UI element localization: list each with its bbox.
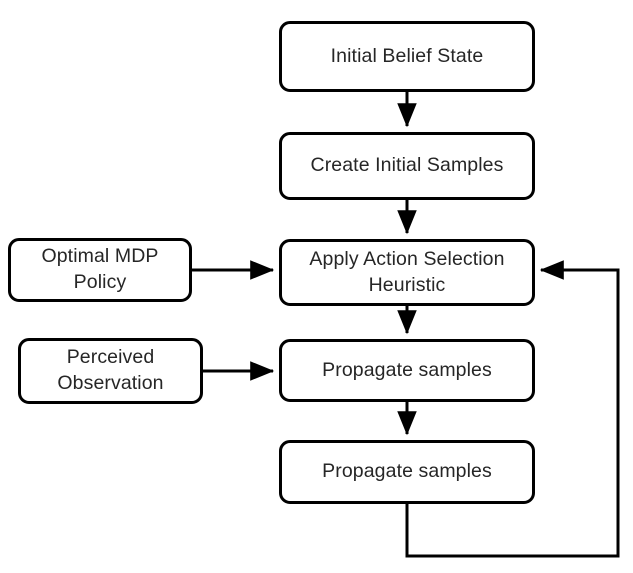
- node-label-propagate-samples-2: Propagate samples: [322, 460, 492, 483]
- node-label-initial-belief-state: Initial Belief State: [330, 44, 484, 67]
- node-initial-belief-state[interactable]: Initial Belief State: [279, 21, 535, 92]
- node-label-propagate-samples-1: Propagate samples: [322, 358, 492, 381]
- node-label-apply-action-selection-heuristic: Apply Action Selection Heuristic: [309, 247, 505, 296]
- edge-feedback-loop-to-apply-heuristic: [405, 260, 620, 558]
- node-label-optimal-mdp-policy: Optimal MDP Policy: [41, 245, 159, 293]
- node-apply-action-selection-heuristic[interactable]: Apply Action Selection Heuristic: [279, 239, 535, 306]
- node-propagate-samples-1[interactable]: Propagate samples: [279, 339, 535, 402]
- node-optimal-mdp-policy[interactable]: Optimal MDP Policy: [8, 238, 192, 302]
- node-perceived-observation[interactable]: Perceived Observation: [18, 338, 203, 404]
- node-create-initial-samples[interactable]: Create Initial Samples: [279, 132, 535, 200]
- node-label-create-initial-samples: Create Initial Samples: [310, 154, 504, 177]
- node-propagate-samples-2[interactable]: Propagate samples: [279, 440, 535, 504]
- node-label-perceived-observation: Perceived Observation: [57, 346, 164, 394]
